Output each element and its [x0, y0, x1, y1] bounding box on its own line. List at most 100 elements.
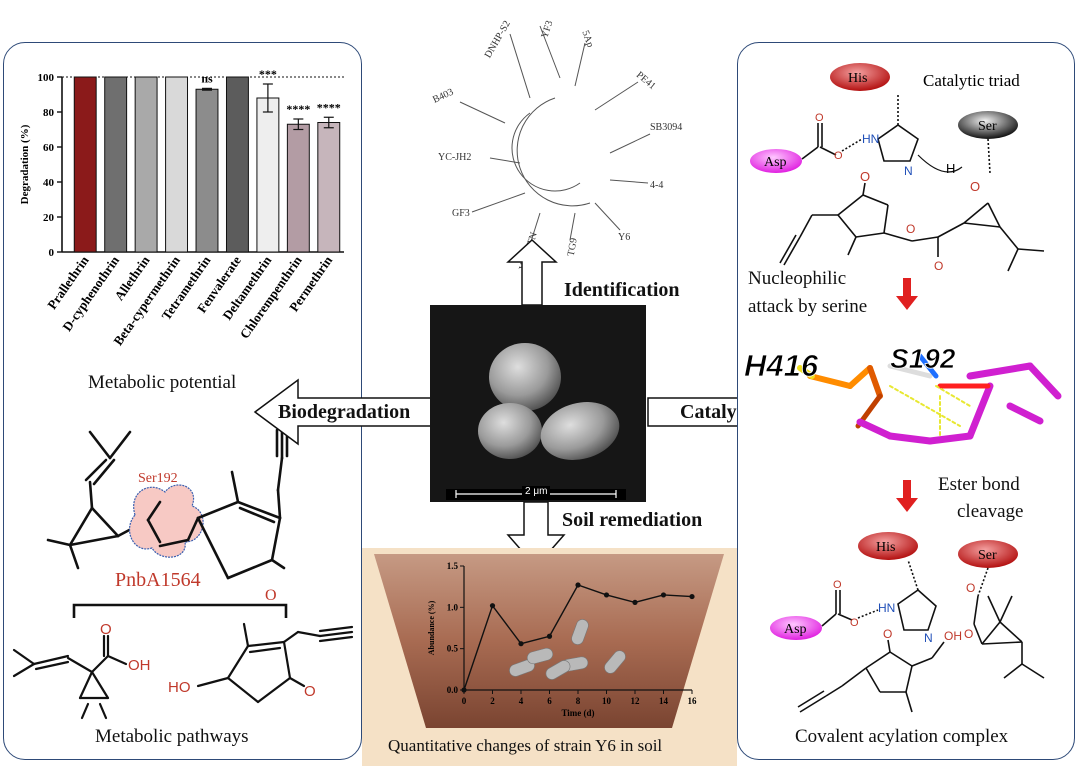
identification-label: Identification — [564, 279, 680, 301]
y-tick-label: 40 — [43, 177, 55, 189]
tree-label-tg9: TG9 — [566, 237, 580, 257]
bacterium-cell-2 — [478, 403, 542, 459]
soil-x-axis-label: Time (d) — [561, 708, 594, 718]
asp-bottom-o: O — [833, 579, 842, 591]
tree-label-sb3094: SB3094 — [650, 122, 682, 133]
soil-remediation-label: Soil remediation — [562, 509, 703, 531]
catalytic-triad-top: His Catalytic triad Ser Asp O — [750, 63, 1045, 273]
ser192-label: Ser192 — [138, 471, 178, 486]
y-tick-label: 100 — [38, 72, 55, 84]
acid-oh-label: OH — [128, 657, 151, 674]
asp-residue-bottom — [770, 616, 822, 640]
significance-label: **** — [317, 100, 341, 114]
asp-carbonyl-o: O — [815, 112, 824, 124]
abundance-point — [575, 582, 581, 588]
ser-residue-bottom — [958, 540, 1018, 568]
abundance-point — [689, 593, 695, 600]
cleavage-label: cleavage — [957, 501, 1024, 522]
scale-bar-label: 2 μm — [522, 486, 551, 497]
nucleophilic-label: Nucleophilic — [748, 268, 847, 289]
bacterium-cell-1 — [489, 343, 561, 411]
ser-label-bottom: Ser — [978, 548, 997, 563]
pathway-bracket — [72, 603, 288, 618]
soil-y-tick-label: 0.5 — [447, 644, 459, 654]
abundance-point — [632, 599, 638, 605]
metabolite-structures: O OH HO O — [12, 621, 354, 720]
y-tick-label: 60 — [43, 142, 55, 154]
significance-label: ns — [201, 71, 213, 85]
metabolic-pathways-caption: Metabolic pathways — [95, 726, 249, 747]
catalytic-triad-label: Catalytic triad — [923, 71, 1020, 90]
ser-h-label: H — [946, 161, 955, 176]
ester-o-label: O — [906, 222, 915, 236]
biodegradation-arrow — [253, 378, 433, 446]
soil-x-tick-label: 14 — [659, 696, 669, 706]
abundance-point — [461, 687, 467, 693]
acid-o-label: O — [100, 621, 112, 638]
tree-label-yf3: YF3 — [539, 19, 555, 39]
y-tick-label: 0 — [49, 247, 55, 259]
h416-label: H416 — [744, 348, 819, 383]
metabolic-potential-caption: Metabolic potential — [88, 372, 237, 393]
his-label-bottom: His — [876, 540, 895, 555]
abundance-point — [518, 641, 524, 647]
metabolite-ho-label: HO — [168, 679, 191, 696]
soil-y-tick-label: 1.0 — [447, 602, 459, 612]
alcohol-oh-label: OH — [944, 629, 962, 643]
asp-o-minus: O — [834, 150, 843, 162]
ketone-bottom-o: O — [883, 627, 892, 641]
ser-residue — [958, 111, 1018, 139]
y-axis-label: Degradation (%) — [19, 124, 31, 204]
covalent-complex-caption: Covalent acylation complex — [795, 726, 1009, 747]
ketone-o-label: O — [860, 169, 870, 184]
tree-label-yc-jh2: YC-JH2 — [438, 152, 471, 163]
bar — [73, 76, 97, 253]
asp-bottom-o-minus: O — [850, 617, 859, 629]
identification-arrow — [506, 238, 558, 306]
soil-x-tick-label: 6 — [547, 696, 552, 706]
his-label: His — [848, 71, 867, 86]
acyl-o-label: O — [966, 581, 975, 595]
his-n-label: N — [904, 164, 913, 178]
asp-label: Asp — [764, 155, 787, 170]
soil-x-tick-label: 4 — [519, 696, 524, 706]
soil-caption: Quantitative changes of strain Y6 in soi… — [388, 736, 663, 755]
ser-o-label: O — [970, 179, 980, 194]
sem-micrograph: 2 μm — [430, 305, 646, 502]
abundance-point — [603, 592, 610, 598]
bacterium-rod — [545, 660, 571, 680]
asp-residue — [750, 149, 802, 173]
soil-y-axis-label: Abundance (%) — [427, 600, 436, 655]
his-bottom-n: N — [924, 631, 933, 645]
ester-bond-label: Ester bond — [938, 474, 1020, 495]
significance-label: *** — [259, 67, 277, 81]
attack-by-serine-label: attack by serine — [748, 296, 868, 317]
ester-carbonyl-o-label: O — [934, 259, 943, 273]
soil-x-tick-label: 12 — [631, 696, 641, 706]
s192-label: S192 — [890, 343, 956, 374]
bacterium-rod — [526, 647, 554, 665]
metabolite-o-label: O — [304, 683, 316, 700]
acylation-complex-structure: His Ser Asp O O HN N — [770, 532, 1045, 713]
bacterium-rod — [571, 619, 589, 645]
tree-label-gf3: GF3 — [452, 208, 470, 219]
bar — [104, 76, 128, 253]
soil-x-tick-label: 16 — [688, 696, 698, 706]
bacterium-cell-3 — [540, 402, 620, 460]
his-residue — [830, 63, 890, 91]
soil-x-tick-label: 10 — [602, 696, 612, 706]
soil-x-tick-label: 8 — [576, 696, 581, 706]
red-down-arrow-1 — [896, 278, 918, 310]
soil-x-tick-label: 0 — [462, 696, 467, 706]
bar — [225, 76, 249, 253]
y-tick-label: 80 — [43, 107, 55, 119]
soil-y-tick-label: 1.5 — [447, 561, 459, 571]
his-residue-bottom — [858, 532, 918, 560]
biodegradation-label: Biodegradation — [278, 401, 411, 423]
bar — [134, 76, 158, 253]
soil-y-tick-label: 0.0 — [447, 685, 459, 695]
his-bottom-hn: HN — [878, 601, 895, 615]
red-down-arrow-2 — [896, 480, 918, 512]
